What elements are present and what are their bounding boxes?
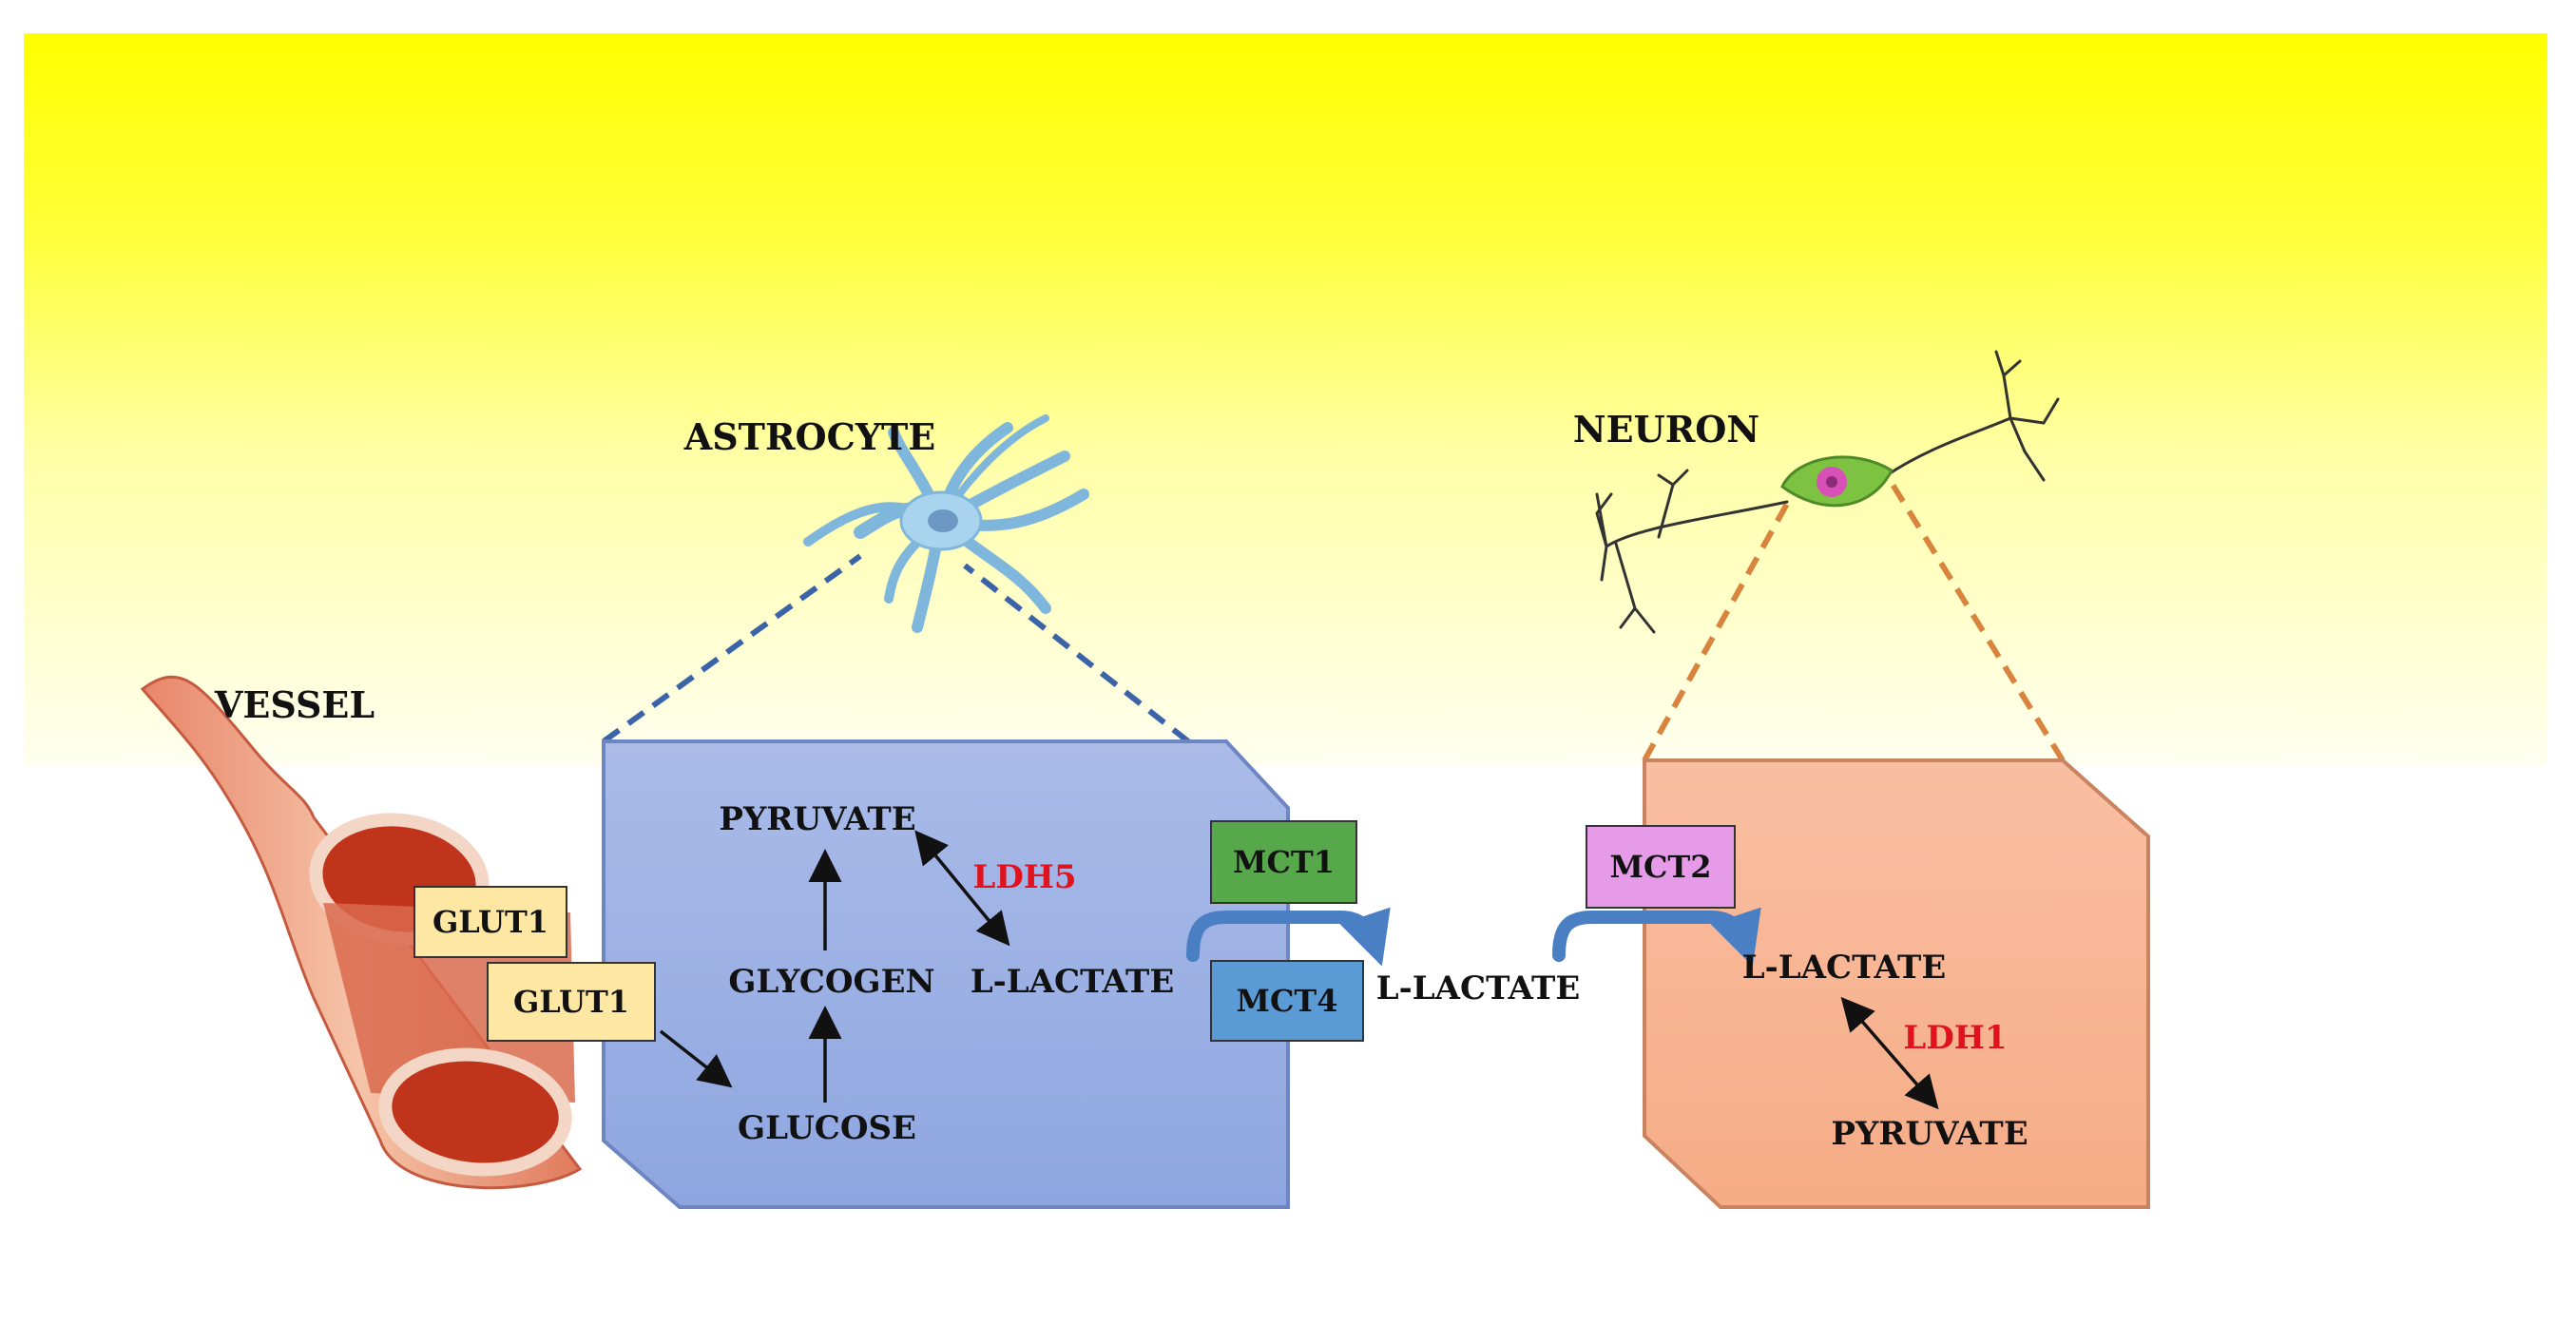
vessel-title: VESSEL — [214, 683, 375, 726]
astrocyte-compartment — [602, 739, 1290, 1209]
mct2-transporter: MCT2 — [1586, 825, 1736, 909]
astrocyte-pyruvate-label: PYRUVATE — [719, 800, 916, 838]
glucose-label: GLUCOSE — [738, 1109, 916, 1147]
glycogen-label: GLYCOGEN — [728, 963, 935, 1001]
mct-import-arrow — [1552, 907, 1761, 967]
neuron-zoom-lines — [1642, 473, 2066, 762]
ldh1-label: LDH1 — [1903, 1019, 2008, 1057]
astrocyte-title: ASTROCYTE — [683, 415, 936, 458]
neuron-body-icon — [1780, 455, 1894, 508]
neuron-cell-icon — [1595, 350, 2060, 634]
astrocyte-body-icon — [899, 490, 983, 551]
extracellular-lactate-label: L-LACTATE — [1375, 969, 1581, 1007]
neuron-compartment — [1643, 758, 2150, 1209]
yellow-gradient-background — [24, 33, 2547, 765]
ldh5-label: LDH5 — [972, 858, 1077, 896]
mct4-transporter: MCT4 — [1210, 960, 1364, 1042]
neuron-title: NEURON — [1572, 408, 1760, 451]
glut1-transporter-upper: GLUT1 — [413, 886, 567, 958]
astrocyte-zoom-lines — [602, 553, 1190, 744]
neuron-ldh1-arrow — [1840, 996, 1939, 1110]
mct-export-arrow — [1186, 907, 1391, 967]
neuron-pyruvate-label: PYRUVATE — [1831, 1115, 2028, 1153]
neuron-lactate-label: L-LACTATE — [1741, 949, 1947, 987]
glut1-transporter-lower: GLUT1 — [487, 962, 656, 1042]
astrocyte-lactate-label: L-LACTATE — [970, 963, 1175, 1001]
mct1-transporter: MCT1 — [1210, 820, 1357, 904]
astrocyte-pathway-arrows — [659, 830, 1010, 1103]
vessel-icon — [140, 675, 583, 1190]
